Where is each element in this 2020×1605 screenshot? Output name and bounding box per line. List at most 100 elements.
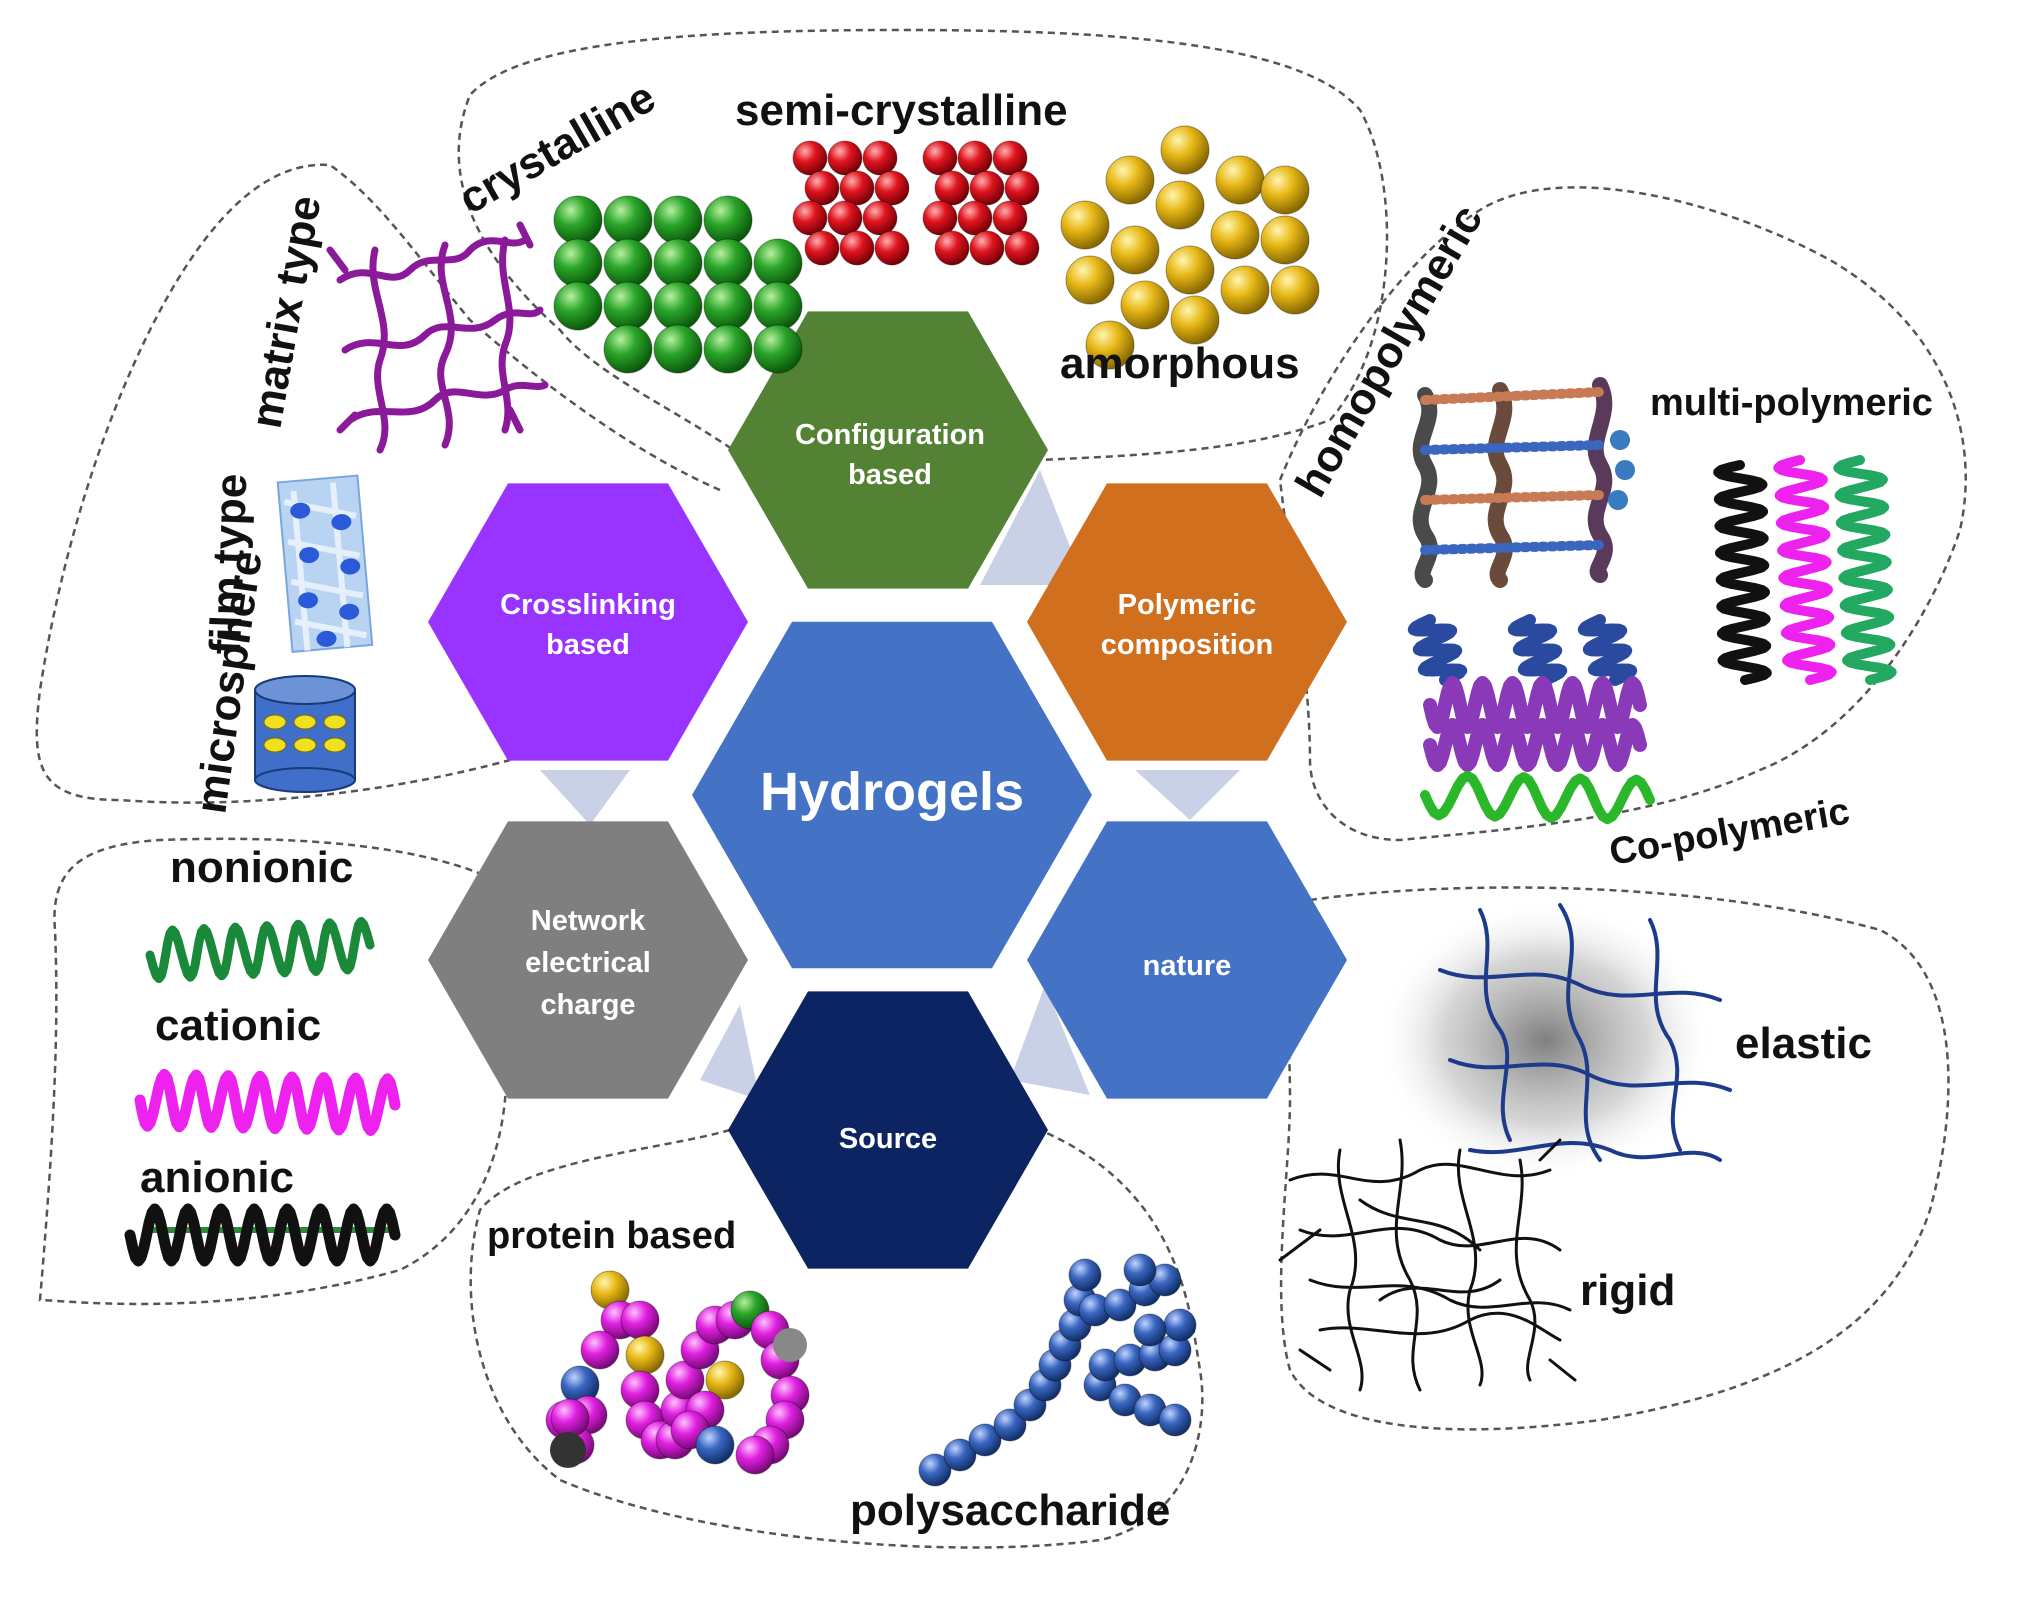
region-outlines — [35, 28, 1967, 1549]
matrix-network-illustration — [326, 221, 549, 454]
polysaccharide-beads-illustration — [918, 1253, 1197, 1487]
semi-crystalline-sphere — [862, 200, 898, 236]
amorphous-sphere — [1215, 155, 1265, 205]
semi-crystalline-sphere — [839, 230, 875, 266]
crosslinking-hex-label-2: based — [546, 629, 630, 661]
anionic-label: anionic — [140, 1153, 294, 1202]
semi-crystalline-sphere — [969, 230, 1005, 266]
crystalline-sphere — [703, 238, 753, 288]
semi-crystalline-sphere — [827, 140, 863, 176]
crystalline-sphere — [553, 195, 603, 245]
center-label: Hydrogels — [760, 762, 1024, 822]
semi-crystalline-sphere — [934, 170, 970, 206]
crosslinking-hex-label-1: Crosslinking — [500, 589, 676, 621]
semi-crystalline-sphere — [1004, 170, 1040, 206]
amorphous-spheres-illustration — [1060, 125, 1320, 370]
polymeric-region-outline — [1278, 186, 1967, 842]
semi-crystalline-sphere — [922, 200, 958, 236]
co-polymeric-coil-blue — [1407, 614, 1468, 686]
protein-bead — [550, 1398, 590, 1438]
protein-bead — [625, 1335, 665, 1375]
protein-based-label: protein based — [487, 1215, 736, 1257]
nature-hex-label: nature — [1143, 950, 1232, 982]
polysaccharide-bead — [968, 1423, 1002, 1457]
ionic-coils-illustration — [124, 916, 401, 1267]
polysaccharide-bead — [1163, 1308, 1197, 1342]
crystalline-sphere — [753, 238, 803, 288]
semi-crystalline-label: semi-crystalline — [735, 86, 1068, 135]
crystalline-sphere — [653, 324, 703, 374]
co-polymeric-coil-blue — [1577, 614, 1638, 686]
multi-polymeric-label: multi-polymeric — [1650, 382, 1933, 424]
semi-crystalline-sphere — [874, 170, 910, 206]
anionic-coil — [124, 1203, 401, 1267]
cationic-label: cationic — [155, 1001, 321, 1050]
amorphous-sphere — [1105, 155, 1155, 205]
connector-1 — [980, 470, 1085, 585]
rigid-network-strand — [1278, 1138, 1577, 1382]
film-type-label: film type — [201, 473, 256, 656]
protein-bead — [550, 1432, 586, 1468]
semi-crystalline-sphere — [1004, 230, 1040, 266]
co-polymeric-coil-purple — [1423, 718, 1647, 772]
crystalline-sphere — [653, 281, 703, 331]
crystalline-sphere — [753, 324, 803, 374]
configuration-region-outline — [457, 28, 1389, 472]
polysaccharide-bead — [1158, 1403, 1192, 1437]
multi-polymeric-coil-green — [1833, 455, 1897, 685]
semi-crystalline-sphere — [992, 140, 1028, 176]
amorphous-sphere — [1065, 255, 1115, 305]
crystalline-sphere — [553, 238, 603, 288]
amorphous-sphere — [1260, 215, 1310, 265]
homopolymeric-label: homopolymeric — [1286, 197, 1492, 505]
semi-crystalline-sphere — [969, 170, 1005, 206]
connector-3 — [1135, 770, 1240, 820]
co-polymeric-coil-green — [1420, 770, 1655, 825]
polysaccharide-bead — [943, 1438, 977, 1472]
matrix-type-label: matrix type — [242, 192, 331, 432]
rigid-network-strand — [1514, 1158, 1537, 1382]
semi-crystalline-sphere — [827, 200, 863, 236]
rigid-network-strand — [1394, 1138, 1422, 1392]
elastic-network-illustration — [1438, 903, 1732, 1162]
configuration-hex-label-2: based — [848, 459, 932, 491]
co-polymeric-label: Co-polymeric — [1606, 790, 1852, 874]
protein-bead — [705, 1360, 745, 1400]
connector-2 — [540, 770, 630, 825]
hex-labels: Hydrogels Configuration based Crosslinki… — [500, 419, 1273, 1155]
co-polymeric-coils-illustration — [1407, 614, 1655, 825]
source-region-outline — [469, 1128, 1204, 1549]
amorphous-sphere — [1155, 180, 1205, 230]
nonionic-coil — [145, 916, 375, 984]
protein-bead — [773, 1328, 807, 1362]
semi-crystalline-sphere — [874, 230, 910, 266]
source-hex — [728, 991, 1048, 1269]
semi-crystalline-sphere — [957, 200, 993, 236]
crystalline-sphere — [603, 195, 653, 245]
semi-crystalline-sphere — [792, 140, 828, 176]
polysaccharide-bead — [1103, 1288, 1137, 1322]
crystalline-sphere — [603, 324, 653, 374]
polysaccharide-bead — [1123, 1253, 1157, 1287]
rigid-network-strand — [1337, 1148, 1364, 1392]
film-type-illustration — [276, 474, 374, 653]
rigid-network-strand — [1457, 1148, 1484, 1387]
amorphous-sphere — [1120, 280, 1170, 330]
multi-polymeric-coil-magenta — [1773, 455, 1837, 685]
network-hex-label-3: charge — [540, 989, 635, 1021]
protein-bead — [695, 1425, 735, 1465]
semi-crystalline-spheres-illustration — [792, 140, 1040, 266]
amorphous-sphere — [1220, 265, 1270, 315]
amorphous-sphere — [1060, 200, 1110, 250]
source-hex-label: Source — [839, 1123, 937, 1155]
protein-beads-illustration — [545, 1270, 810, 1475]
amorphous-sphere — [1165, 245, 1215, 295]
crystalline-sphere — [603, 238, 653, 288]
elastic-network-shadow — [1375, 900, 1715, 1180]
semi-crystalline-sphere — [934, 230, 970, 266]
crystalline-sphere — [653, 238, 703, 288]
semi-crystalline-sphere — [922, 140, 958, 176]
polysaccharide-bead — [918, 1453, 952, 1487]
network-hex-label-1: Network — [531, 905, 646, 937]
